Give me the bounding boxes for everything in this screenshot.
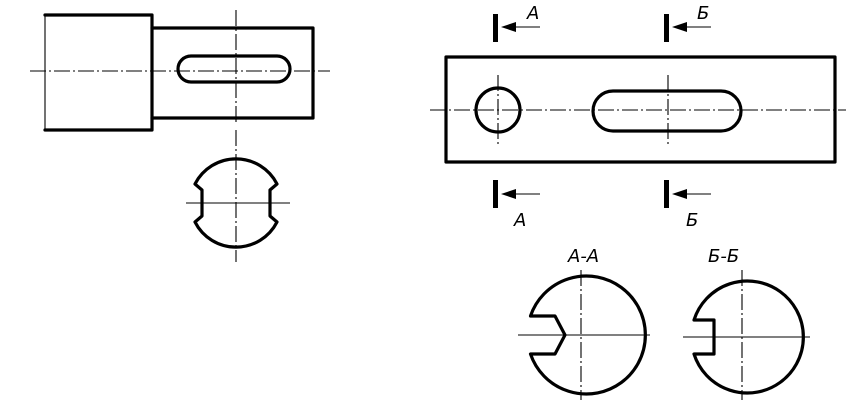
marker-stroke [493, 180, 498, 208]
section-marker-a-bottom: А [493, 180, 540, 231]
section-a-a: А-А [518, 246, 650, 400]
section-marker-b-top: Б [664, 3, 711, 42]
marker-stroke [664, 14, 669, 42]
marker-label-b-top: Б [697, 3, 709, 24]
section-marker-b-bottom: Б [664, 180, 711, 231]
marker-stroke [664, 180, 669, 208]
arrow-left-icon [672, 22, 687, 32]
marker-label-b-bottom: Б [686, 210, 698, 231]
section-marker-a-top: А [493, 3, 540, 42]
section-a-a-hatched [528, 274, 647, 396]
marker-label-a-bottom: А [513, 210, 526, 231]
marker-label-a-top: А [526, 3, 539, 24]
shaft-view [30, 10, 330, 132]
keyway-slot [176, 54, 292, 84]
section-a-a-title: А-А [567, 246, 599, 267]
marker-stroke [493, 14, 498, 42]
section-b-b: Б-Б [683, 246, 810, 400]
plate-view [430, 55, 846, 164]
arrow-left-icon [672, 189, 687, 199]
shaft-small-body [150, 26, 315, 120]
arrow-left-icon [501, 189, 516, 199]
shaft-section-hatched [193, 157, 279, 249]
arrow-left-icon [501, 22, 516, 32]
shaft-large-body [43, 13, 154, 132]
section-b-b-title: Б-Б [708, 246, 739, 267]
shaft-section [186, 130, 290, 262]
oblong-slot [591, 89, 743, 133]
section-b-b-hatched [692, 279, 805, 395]
